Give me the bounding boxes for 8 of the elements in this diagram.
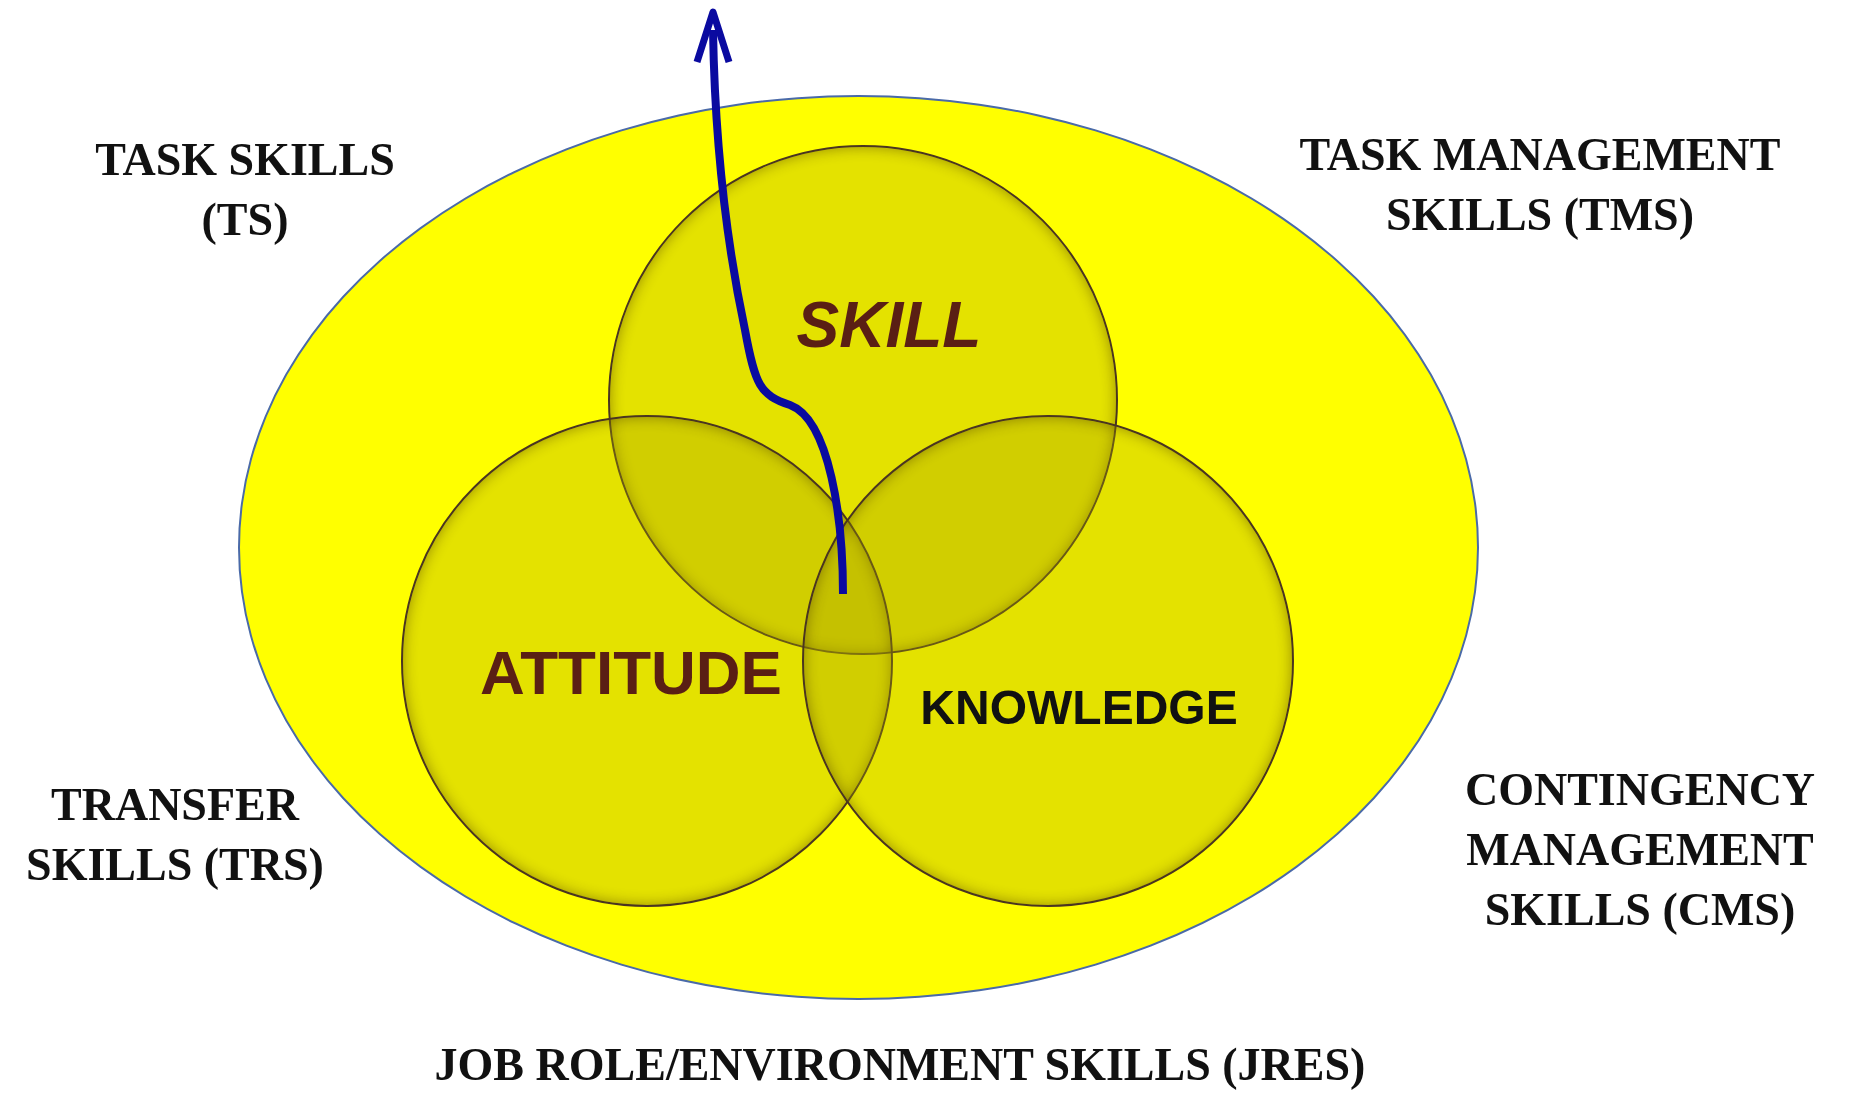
skill-area-label: CONTINGENCY MANAGEMENT SKILLS (CMS) bbox=[1463, 763, 1817, 937]
skill-area-label: TRANSFER SKILLS (TRS) bbox=[25, 778, 325, 892]
skill-area-label: JOB ROLE/ENVIRONMENT SKILLS (JRES) bbox=[433, 1038, 1367, 1092]
skill-area-label: TASK MANAGEMENT SKILLS (TMS) bbox=[1298, 128, 1782, 242]
skill-area-label: TASK SKILLS (TS) bbox=[94, 133, 396, 247]
circle-label: ATTITUDE bbox=[480, 636, 782, 708]
circle-label: SKILL bbox=[796, 288, 982, 362]
circle-label: KNOWLEDGE bbox=[920, 679, 1238, 735]
